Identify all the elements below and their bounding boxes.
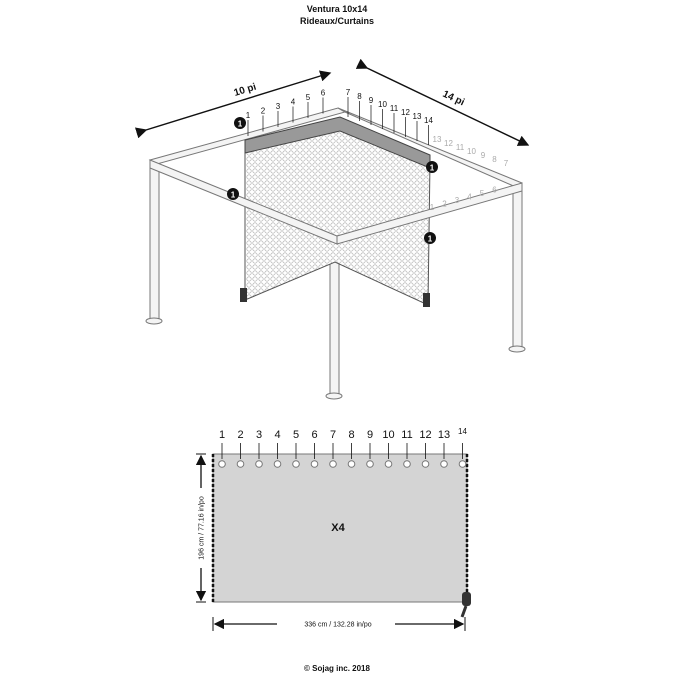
zipper-icon bbox=[423, 293, 430, 307]
grommet-number: 13 bbox=[438, 429, 450, 441]
grommet-number: 10 bbox=[382, 429, 394, 441]
beam-number: 6 bbox=[492, 186, 497, 195]
grommet-icon bbox=[421, 460, 430, 468]
grommet-number: 4 bbox=[274, 429, 280, 441]
copyright: © Sojag inc. 2018 bbox=[304, 664, 370, 673]
callout-4: 1 bbox=[428, 235, 433, 244]
callout-3: 1 bbox=[231, 191, 236, 200]
grommet-number: 2 bbox=[237, 429, 243, 441]
title: Ventura 10x14 bbox=[307, 4, 368, 14]
quantity-label: X4 bbox=[331, 522, 345, 534]
grommet-icon bbox=[255, 460, 263, 468]
grommet-icon bbox=[329, 460, 337, 468]
beam-number: 8 bbox=[492, 155, 497, 164]
hook-number: 1 bbox=[246, 111, 251, 120]
beam-number: 11 bbox=[456, 143, 465, 152]
hook-number: 14 bbox=[424, 116, 433, 125]
grommet-icon bbox=[218, 460, 226, 468]
subtitle: Rideaux/Curtains bbox=[300, 16, 374, 26]
beam-number: 7 bbox=[504, 159, 509, 168]
grommet-number: 5 bbox=[293, 429, 299, 441]
beam-number: 3 bbox=[455, 196, 460, 205]
hook-number: 3 bbox=[276, 102, 281, 111]
grommet-number: 9 bbox=[367, 429, 373, 441]
grommet-icon bbox=[458, 460, 467, 468]
grommet-icon bbox=[366, 460, 374, 468]
height-label: 196 cm / 77.16 in/po bbox=[199, 496, 206, 560]
beam-number: 5 bbox=[480, 189, 485, 198]
hook-number: 2 bbox=[261, 107, 266, 116]
grommet-number: 6 bbox=[311, 429, 317, 441]
hook-number: 10 bbox=[378, 100, 387, 109]
grommet-icon bbox=[403, 460, 411, 468]
grommet-icon bbox=[440, 460, 448, 468]
hook-number: 5 bbox=[306, 93, 311, 102]
hook-number: 9 bbox=[369, 96, 374, 105]
beam-number: 1 bbox=[430, 203, 435, 212]
grommet-icon bbox=[292, 460, 300, 468]
grommet-icon bbox=[310, 460, 319, 468]
hook-number: 4 bbox=[291, 98, 296, 107]
hook-number: 7 bbox=[346, 88, 351, 97]
zipper-icon bbox=[462, 592, 471, 606]
beam-number: 2 bbox=[442, 200, 447, 209]
hook-number: 13 bbox=[413, 112, 422, 121]
width-label-panel: 336 cm / 132.28 in/po bbox=[304, 622, 371, 629]
grommet-number: 7 bbox=[330, 429, 336, 441]
grommet-number: 3 bbox=[256, 429, 262, 441]
gazebo-front-beams bbox=[149, 159, 523, 245]
beam-number: 12 bbox=[444, 139, 453, 148]
beam-number: 10 bbox=[467, 147, 476, 156]
callout-1: 1 bbox=[238, 120, 243, 129]
beam-number: 4 bbox=[467, 193, 472, 202]
grommet-number: 8 bbox=[348, 429, 354, 441]
grommet-icon bbox=[347, 460, 356, 468]
grommet-number: 1 bbox=[219, 429, 225, 441]
zipper-icon bbox=[240, 288, 247, 302]
hook-number: 11 bbox=[390, 104, 399, 113]
callouts: 1 1 1 1 bbox=[227, 117, 438, 244]
grommet-icon bbox=[273, 460, 282, 468]
grommet-number: 12 bbox=[419, 429, 431, 441]
grommet-icon bbox=[236, 460, 245, 468]
grommet-number: 11 bbox=[401, 429, 412, 441]
grommet-icon bbox=[384, 460, 393, 468]
hook-number: 6 bbox=[321, 89, 326, 98]
callout-2: 1 bbox=[430, 164, 435, 173]
hook-number: 8 bbox=[357, 92, 362, 101]
beam-number: 9 bbox=[481, 151, 486, 160]
grommet-number: 14 bbox=[458, 427, 467, 436]
hook-number: 12 bbox=[401, 108, 410, 117]
beam-number: 13 bbox=[433, 135, 442, 144]
